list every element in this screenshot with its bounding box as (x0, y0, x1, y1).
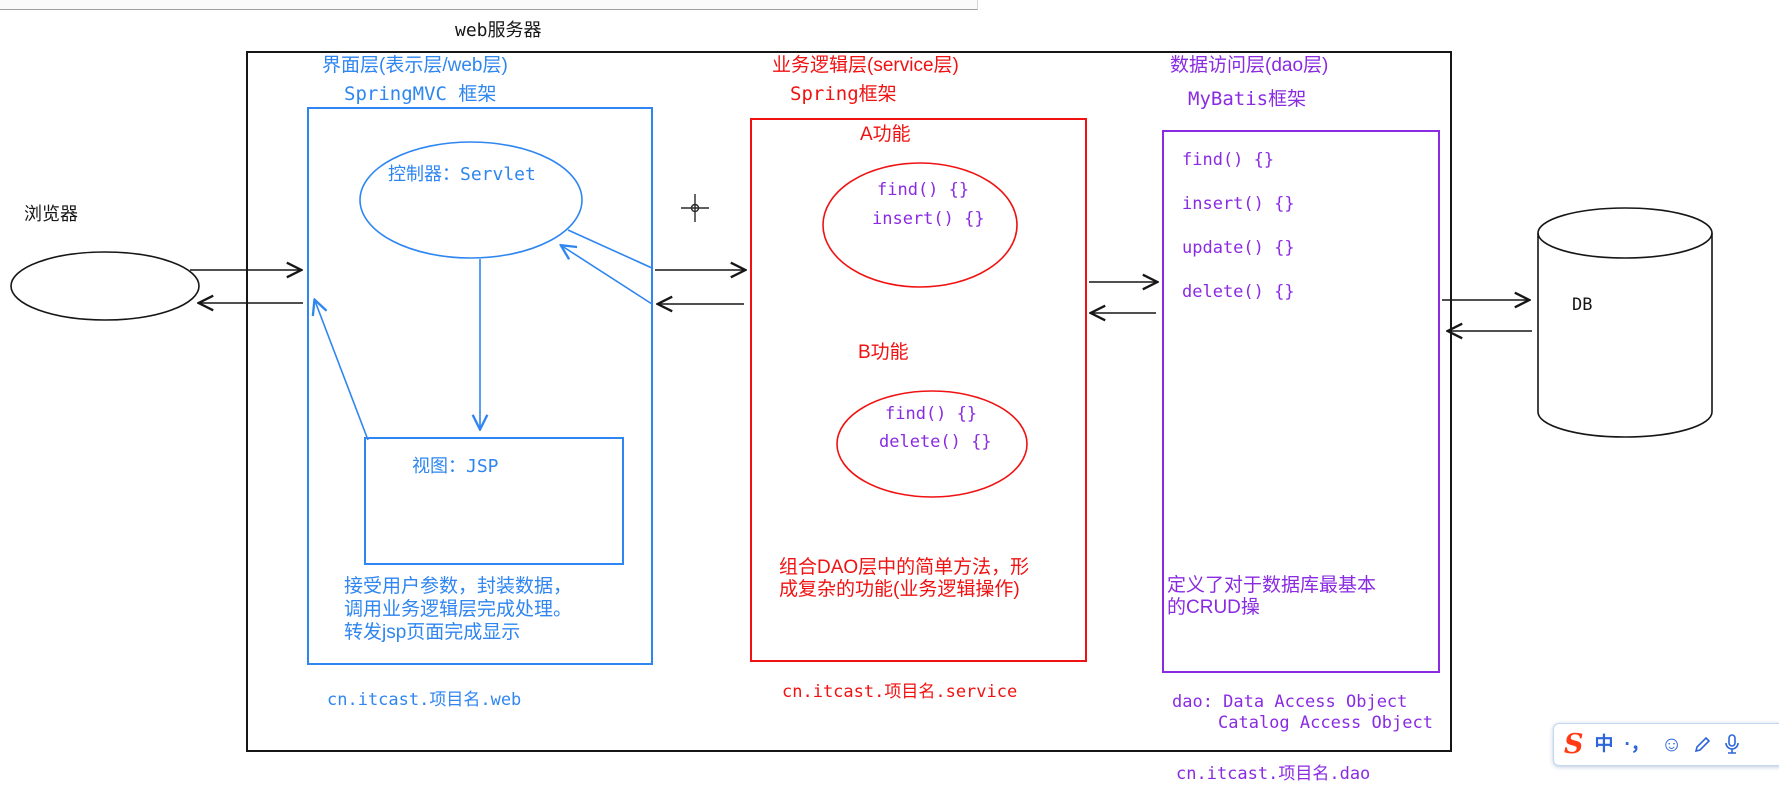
browser-ellipse (10, 251, 200, 321)
func-b-method: delete() {} (879, 432, 992, 452)
punctuation-icon[interactable]: ·， (1624, 734, 1650, 755)
dao-method: insert() {} (1182, 194, 1295, 214)
view-jsp-label: 视图：JSP (412, 456, 499, 477)
dao-layer-title: 数据访问层(dao层) (1170, 55, 1329, 76)
web-server-label: web服务器 (455, 20, 542, 41)
service-layer-box (750, 118, 1087, 662)
db-label: DB (1572, 295, 1593, 315)
dao-desc-line: 的CRUD操 (1167, 597, 1260, 618)
func-b-ellipse (836, 390, 1028, 498)
func-a-method: find() {} (877, 180, 970, 200)
dao-layer-framework: MyBatis框架 (1188, 88, 1307, 110)
db-cylinder-top (1537, 207, 1713, 259)
ui-layer-framework: SpringMVC 框架 (344, 83, 497, 105)
dao-method: delete() {} (1182, 282, 1295, 302)
controller-servlet-label: 控制器：Servlet (388, 164, 536, 185)
emoji-icon[interactable]: ☺ (1660, 733, 1683, 756)
arrow-jsp-to-browser-edge (315, 301, 369, 441)
dao-layer-box (1162, 130, 1440, 673)
arrow-right-edge-to-servlet (562, 246, 653, 305)
service-package-label: cn.itcast.项目名.service (782, 682, 1018, 702)
ui-layer-box (307, 107, 653, 665)
dao-method: find() {} (1182, 150, 1275, 170)
db-cylinder-body (1537, 233, 1713, 438)
func-b-title: B功能 (858, 342, 909, 363)
ui-desc-line: 调用业务逻辑层完成处理。 (344, 599, 573, 620)
sogou-logo-icon[interactable]: S (1564, 729, 1584, 760)
ime-toolbar[interactable]: S 中 ·， ☺ (1553, 723, 1779, 766)
func-a-ellipse (822, 162, 1018, 288)
service-desc-line: 成复杂的功能(业务逻辑操作) (779, 579, 1020, 600)
dao-desc-line: 定义了对于数据库最基本 (1167, 575, 1377, 596)
crosshair-cursor (681, 194, 709, 222)
dao-note-line: Catalog Access Object (1218, 713, 1433, 733)
jsp-view-box (364, 437, 624, 565)
dao-package-label: cn.itcast.项目名.dao (1176, 764, 1371, 784)
ui-layer-title: 界面层(表示层/web层) (322, 55, 508, 76)
ui-desc-line: 接受用户参数，封装数据， (344, 576, 573, 597)
service-layer-framework: Spring框架 (790, 83, 897, 105)
dao-note-line: dao: Data Access Object (1172, 692, 1408, 712)
servlet-ellipse (359, 141, 583, 259)
service-layer-title: 业务逻辑层(service层) (772, 55, 959, 76)
voice-mic-icon[interactable] (1722, 733, 1742, 756)
service-desc-line: 组合DAO层中的简单方法，形 (779, 557, 1030, 578)
web-server-box (246, 51, 1452, 752)
chinese-mode-icon[interactable]: 中 (1594, 734, 1614, 755)
func-a-method: insert() {} (872, 209, 985, 229)
func-b-method: find() {} (885, 404, 978, 424)
window-top-edge (0, 0, 978, 10)
line-servlet-to-right-edge (567, 229, 653, 269)
handwriting-pen-icon[interactable] (1693, 736, 1711, 754)
browser-label: 浏览器 (24, 204, 78, 224)
func-a-title: A功能 (860, 124, 911, 145)
dao-method: update() {} (1182, 238, 1295, 258)
ui-desc-line: 转发jsp页面完成显示 (344, 622, 521, 643)
ui-package-label: cn.itcast.项目名.web (327, 690, 522, 710)
